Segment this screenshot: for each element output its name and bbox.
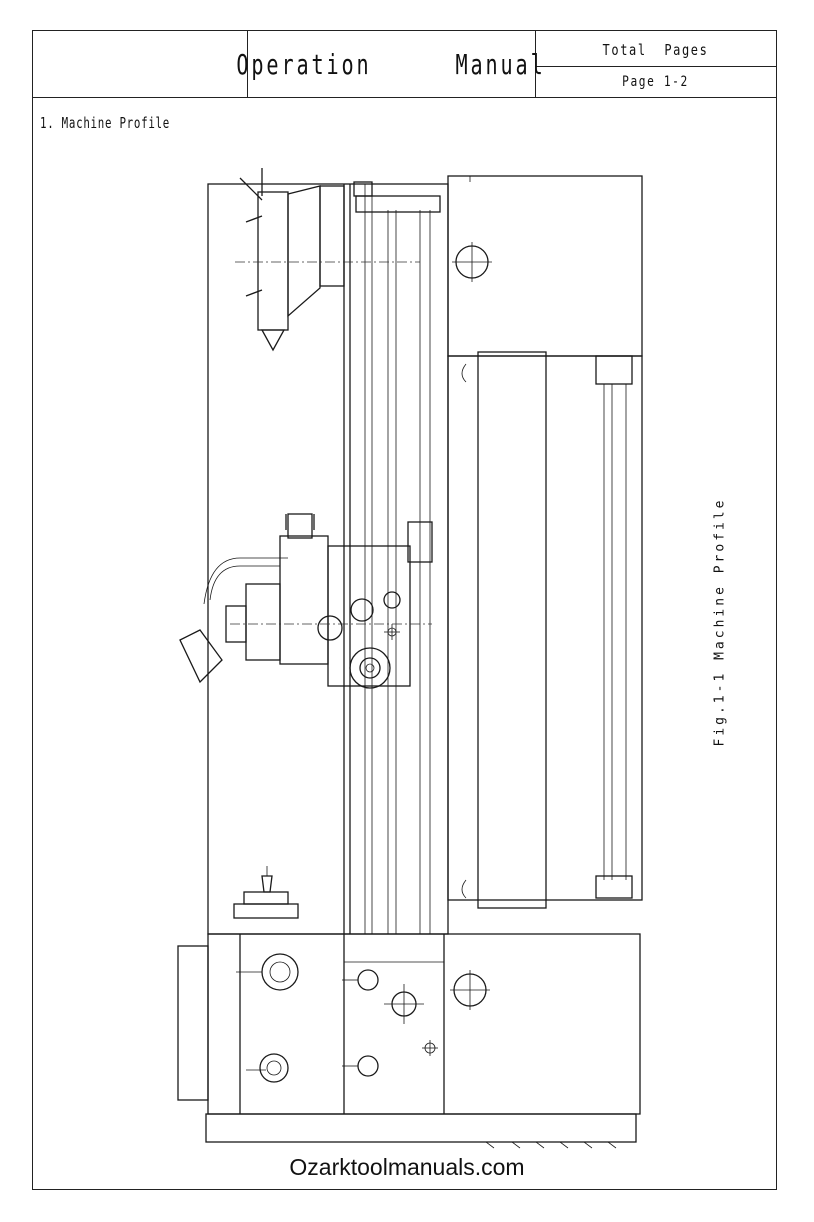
quick-change-gearbox (177, 933, 641, 1149)
tailstock (235, 168, 420, 352)
splash-guard (447, 351, 643, 909)
figure-caption: Fig.1-1 Machine Profile (712, 497, 728, 747)
carriage-apron (179, 513, 433, 689)
header-divider-left (247, 31, 248, 97)
header-divider-right (535, 31, 536, 97)
page-number: Page 1-2 (622, 74, 689, 90)
tool-post (233, 866, 299, 919)
headstock (447, 175, 643, 357)
header-divider-page (535, 66, 776, 67)
watermark-text: Ozarktoolmanuals.com (289, 1154, 525, 1180)
total-pages-label: Total Pages (602, 40, 709, 59)
page-frame: Operation Manual Total Pages Page 1-2 (32, 30, 777, 1190)
header-divider (33, 97, 776, 98)
section-heading: 1. Machine Profile (40, 114, 171, 132)
